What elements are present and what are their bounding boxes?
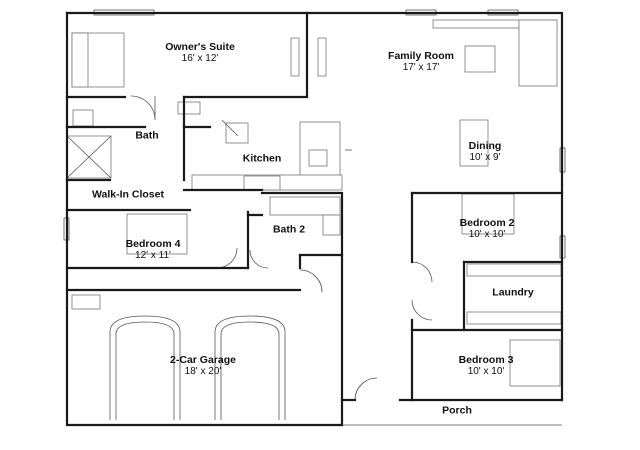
room-family-room: Family Room 17' x 17' <box>388 50 454 74</box>
room-bedroom-3: Bedroom 3 10' x 10' <box>458 354 514 378</box>
room-bath-2: Bath 2 <box>272 223 306 236</box>
room-name: Owner's Suite <box>165 41 235 53</box>
room-laundry: Laundry <box>492 286 534 299</box>
room-dims: 17' x 17' <box>402 62 440 73</box>
room-name: Walk-In Closet <box>92 188 164 201</box>
room-name: Dining <box>468 140 502 152</box>
room-name: Bedroom 2 <box>459 217 515 229</box>
room-dims: 10' x 10' <box>468 229 506 240</box>
room-bedroom-4: Bedroom 4 12' x 11' <box>125 238 181 262</box>
room-owners-suite: Owner's Suite 16' x 12' <box>165 41 235 65</box>
room-dims: 18' x 20' <box>184 366 222 377</box>
room-name: Kitchen <box>242 152 282 165</box>
room-name: Family Room <box>388 50 454 62</box>
room-name: 2-Car Garage <box>170 354 236 366</box>
room-dining: Dining 10' x 9' <box>468 140 502 164</box>
room-dims: 10' x 9' <box>469 152 501 163</box>
room-bedroom-2: Bedroom 2 10' x 10' <box>459 217 515 241</box>
room-dims: 16' x 12' <box>181 53 219 64</box>
room-dims: 12' x 11' <box>135 250 171 261</box>
room-name: Porch <box>442 404 472 417</box>
room-2-car-garage: 2-Car Garage 18' x 20' <box>170 354 236 378</box>
room-name: Bedroom 3 <box>458 354 514 366</box>
room-porch: Porch <box>442 404 472 417</box>
fixtures <box>66 19 562 420</box>
room-walk-in-closet: Walk-In Closet <box>92 188 164 201</box>
room-dims: 10' x 10' <box>467 366 505 377</box>
room-name: Bath 2 <box>272 223 306 236</box>
room-name: Bedroom 4 <box>125 238 181 250</box>
room-name: Bath <box>135 129 159 142</box>
room-bath: Bath <box>135 129 159 142</box>
walls <box>65 11 564 427</box>
room-name: Laundry <box>492 286 534 299</box>
room-kitchen: Kitchen <box>242 152 282 165</box>
